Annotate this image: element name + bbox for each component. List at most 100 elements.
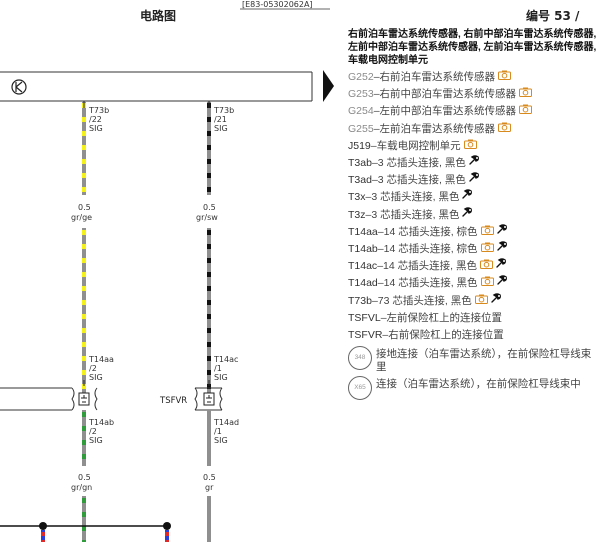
gauge-label: 0.5 xyxy=(203,203,216,212)
legend-item-text: 左前泊车雷达系统传感器 xyxy=(379,122,496,135)
camera-icon[interactable] xyxy=(498,69,512,86)
junction-dot xyxy=(163,522,171,530)
legend-item: T3ab–3 芯插头连接, 黑色 xyxy=(348,155,600,172)
next-page-arrow xyxy=(323,70,334,102)
legend-item-code: T14aa xyxy=(348,225,378,238)
legend-item: T3z–3 芯插头连接, 黑色 xyxy=(348,206,600,224)
tool-icon[interactable] xyxy=(462,206,473,224)
tool-icon[interactable] xyxy=(496,224,508,241)
legend-separator: – xyxy=(365,191,372,204)
legend-item-text: 左前中部泊车雷达系统传感器 xyxy=(379,105,517,118)
legend-item-text: 车载电网控制单元 xyxy=(376,139,461,152)
legend-item-text: 右前泊车雷达系统传感器 xyxy=(379,71,496,83)
bus-wire-red-blue xyxy=(41,530,169,542)
legend-item-code: T14ac xyxy=(348,260,378,273)
legend-separator: – xyxy=(370,139,377,152)
tool-icon[interactable] xyxy=(496,258,507,275)
tool-icon[interactable] xyxy=(496,241,508,258)
legend-item: T3ad–3 芯插头连接, 黑色 xyxy=(348,172,600,189)
legend-separator: – xyxy=(373,71,380,83)
legend-separator: – xyxy=(373,105,380,118)
camera-icon[interactable] xyxy=(474,293,488,310)
legend-item-text: 3 芯插头连接, 黑色 xyxy=(371,208,460,221)
tool-icon[interactable] xyxy=(462,189,473,206)
signal-label: SIG xyxy=(214,436,228,445)
camera-icon[interactable] xyxy=(463,138,477,155)
camera-icon[interactable] xyxy=(519,103,533,120)
signal-label: SIG xyxy=(89,373,103,382)
legend-separator: – xyxy=(382,329,389,342)
legend-item-code: G255 xyxy=(348,122,374,135)
legend-item-code: G254 xyxy=(348,105,374,118)
color-code-label: gr/ge xyxy=(71,213,92,222)
connector-label: T14aa xyxy=(88,355,114,364)
reference-circle-icon: X65 xyxy=(348,376,372,401)
pin-label: /22 xyxy=(89,115,102,124)
legend-item-text: 14 芯插头连接, 黑色 xyxy=(383,260,477,273)
legend-item: TSFVR–右前保险杠上的连接位置 xyxy=(348,327,600,344)
signal-label: SIG xyxy=(214,124,228,133)
color-code-label: gr xyxy=(205,483,214,492)
pin-label: /1 xyxy=(214,427,222,436)
camera-icon[interactable] xyxy=(519,86,533,103)
separation-connector-left xyxy=(0,387,98,411)
legend-item: T14aa–14 芯插头连接, 棕色 xyxy=(348,224,600,241)
legend-item: J519–车载电网控制单元 xyxy=(348,138,600,155)
legend-item-code: T73b xyxy=(348,294,372,307)
color-code-label: gr/gn xyxy=(71,483,92,492)
separation-point-label: TSFVR xyxy=(159,396,187,406)
gauge-label: 0.5 xyxy=(78,473,91,482)
reference-text: 接地连接（泊车雷达系统），在前保险杠导线束里 xyxy=(376,348,592,374)
page-number: 编号 53 / xyxy=(525,8,580,23)
connector-label: T14ac xyxy=(213,355,238,364)
document-code: [E83-05302062A] xyxy=(242,0,313,9)
legend-item: T14ad–14 芯插头连接, 黑色 xyxy=(348,275,600,292)
camera-icon[interactable] xyxy=(498,121,512,138)
legend-separator: – xyxy=(377,243,384,256)
legend-item-code: G252 xyxy=(348,71,374,83)
camera-icon[interactable] xyxy=(480,241,494,258)
legend-item-text: 右前保险杠上的连接位置 xyxy=(388,329,504,342)
tool-icon[interactable] xyxy=(469,155,480,172)
color-code-label: gr/sw xyxy=(196,213,218,222)
pin-label: /1 xyxy=(214,364,222,373)
legend-item: G255–左前泊车雷达系统传感器 xyxy=(348,121,600,138)
legend-item: G253–右前中部泊车雷达系统传感器 xyxy=(348,86,600,103)
legend-item-text: 左前保险杠上的连接位置 xyxy=(386,311,503,324)
tool-icon[interactable] xyxy=(496,275,508,292)
legend-item-code: TSFVL xyxy=(348,311,381,324)
legend-item-text: 14 芯插头连接, 棕色 xyxy=(383,225,478,238)
gauge-label: 0.5 xyxy=(203,473,216,482)
pin-label: /2 xyxy=(89,364,97,373)
legend-item-code: G253 xyxy=(348,88,374,101)
module-symbol-icon xyxy=(11,79,27,95)
legend-item-text: 3 芯插头连接, 黑色 xyxy=(377,174,466,187)
legend-header: 右前泊车雷达系统传感器, 右前中部泊车雷达系统传感器, 左前中部泊车雷达系统传感… xyxy=(348,29,597,66)
legend-item-text: 73 芯插头连接, 黑色 xyxy=(377,294,472,307)
legend-item-text: 3 芯插头连接, 黑色 xyxy=(377,157,466,170)
tool-icon[interactable] xyxy=(469,172,480,189)
camera-icon[interactable] xyxy=(480,224,494,241)
legend-item-code: T14ad xyxy=(348,277,378,290)
legend-separator: – xyxy=(365,208,372,221)
pin-label: /2 xyxy=(89,427,97,436)
tool-icon[interactable] xyxy=(491,292,502,310)
camera-icon[interactable] xyxy=(479,258,493,275)
legend-separator: – xyxy=(377,225,384,238)
legend-item: G254–左前中部泊车雷达系统传感器 xyxy=(348,103,600,120)
legend-item-code: T3ad xyxy=(348,174,372,187)
reference-item: X65 连接（泊车雷达系统），在前保险杠导线束中 xyxy=(348,376,600,401)
legend-separator: – xyxy=(371,294,378,307)
connector-label: T14ad xyxy=(213,418,239,427)
reference-text: 连接（泊车雷达系统），在前保险杠导线束中 xyxy=(376,378,581,391)
legend-separator: – xyxy=(371,174,378,187)
legend-item: T14ab–14 芯插头连接, 棕色 xyxy=(348,241,600,258)
reference-circle-icon: 348 xyxy=(348,346,372,371)
legend-separator: – xyxy=(377,277,384,290)
camera-icon[interactable] xyxy=(480,275,494,292)
legend-item: T3x–3 芯插头连接, 黑色 xyxy=(348,189,600,206)
legend-panel: 右前泊车雷达系统传感器, 右前中部泊车雷达系统传感器, 左前中部泊车雷达系统传感… xyxy=(348,28,600,401)
